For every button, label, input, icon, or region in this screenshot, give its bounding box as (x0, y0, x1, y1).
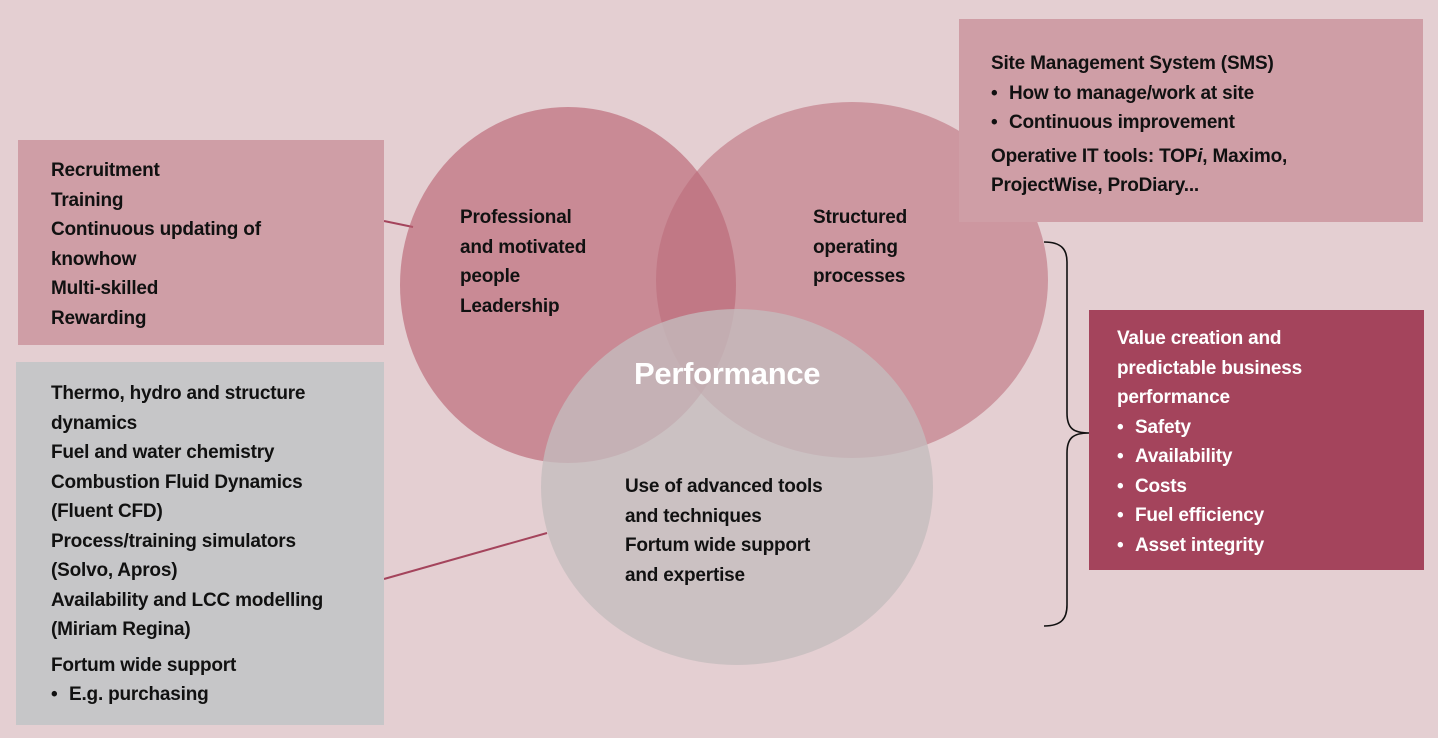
sms-bullet: • Continuous improvement (991, 108, 1423, 138)
sms-bullet-text: Continuous improvement (1009, 112, 1235, 133)
tools-label-line: Fortum wide support (625, 535, 811, 556)
tools-item: Process/training simulators (51, 530, 296, 552)
tools-item: (Miriam Regina) (51, 619, 191, 640)
bullet-icon: • (51, 684, 58, 705)
people-item: Continuous updating of (51, 219, 261, 240)
value-bullet: • Safety (1117, 413, 1424, 443)
tools-label-line: and expertise (625, 564, 745, 586)
people-label-line: people (460, 266, 521, 287)
people-item: Recruitment (51, 160, 160, 181)
value-bullet-text: Fuel efficiency (1135, 505, 1264, 526)
sms-tools-line2: ProjectWise, ProDiary... (991, 175, 1199, 196)
sms-tools-suffix: , Maximo, (1202, 145, 1288, 167)
process-label-line: processes (813, 266, 906, 287)
sms-box: Site Management System (SMS) • How to man… (959, 19, 1423, 222)
tools-label-line: and techniques (625, 505, 762, 527)
bullet-icon: • (991, 112, 998, 133)
connector-people (383, 220, 414, 228)
value-heading: performance (1117, 387, 1230, 408)
value-heading: Value creation and (1117, 328, 1282, 349)
tools-item: (Fluent CFD) (51, 501, 163, 522)
people-item: knowhow (51, 248, 137, 270)
bullet-icon: • (1117, 534, 1124, 556)
bullet-icon: • (1117, 475, 1124, 497)
sms-tools-prefix: Operative IT tools: TOP (991, 145, 1198, 167)
value-bullet: • Fuel efficiency (1117, 501, 1424, 531)
people-label-line: and motivated (460, 236, 587, 258)
value-bullet-text: Availability (1135, 446, 1233, 467)
value-heading: predictable business (1117, 357, 1303, 379)
people-label-line: Leadership (460, 295, 560, 317)
people-item: Rewarding (51, 307, 147, 329)
tools-item: Availability and LCC modelling (51, 589, 323, 611)
value-bullet: • Availability (1117, 442, 1424, 472)
value-bullet: • Asset integrity (1117, 531, 1424, 561)
sms-heading: Site Management System (SMS) (991, 53, 1274, 74)
value-bullet-text: Costs (1135, 475, 1187, 497)
bullet-icon: • (1117, 446, 1124, 467)
process-circle-label: Structured operating processes (813, 203, 907, 292)
tools-label-line: Use of advanced tools (625, 476, 823, 497)
value-bullet-text: Safety (1135, 416, 1191, 438)
value-bullet: • Costs (1117, 472, 1424, 502)
bullet-icon: • (1117, 505, 1124, 526)
people-circle-label: Professional and motivated people Leader… (460, 203, 586, 321)
sms-bullet-text: How to manage/work at site (1009, 82, 1255, 104)
process-label-line: operating (813, 236, 898, 258)
tools-item: dynamics (51, 412, 138, 434)
value-bullet-text: Asset integrity (1135, 534, 1264, 556)
bullet-icon: • (991, 82, 998, 104)
tools-circle (541, 309, 933, 665)
people-details-box: Recruitment Training Continuous updating… (18, 140, 384, 345)
connector-tools (383, 532, 548, 580)
performance-label: Performance (634, 356, 821, 391)
sms-bullet: • How to manage/work at site (991, 79, 1423, 109)
tools-item: Fuel and water chemistry (51, 442, 275, 463)
tools-item: (Solvo, Apros) (51, 560, 178, 581)
sms-tools-line: Operative IT tools: TOPi, Maximo, (991, 142, 1423, 172)
sms-tools-italic: i (1197, 145, 1203, 167)
bullet-icon: • (1117, 416, 1124, 438)
people-label-line: Professional (460, 207, 572, 228)
people-item: Training (51, 189, 124, 211)
tools-item: Combustion Fluid Dynamics (51, 471, 303, 493)
tools-item: Thermo, hydro and structure (51, 383, 306, 404)
tools-circle-label: Use of advanced tools and techniques For… (625, 472, 823, 590)
support-bullet: • E.g. purchasing (51, 680, 384, 710)
support-heading: Fortum wide support (51, 654, 237, 676)
tools-details-box: Thermo, hydro and structure dynamics Fue… (16, 362, 384, 725)
people-item: Multi-skilled (51, 278, 159, 299)
process-label-line: Structured (813, 207, 908, 228)
support-bullet-text: E.g. purchasing (69, 684, 209, 705)
brace-icon (1043, 241, 1090, 627)
value-box: Value creation and predictable business … (1089, 310, 1424, 570)
